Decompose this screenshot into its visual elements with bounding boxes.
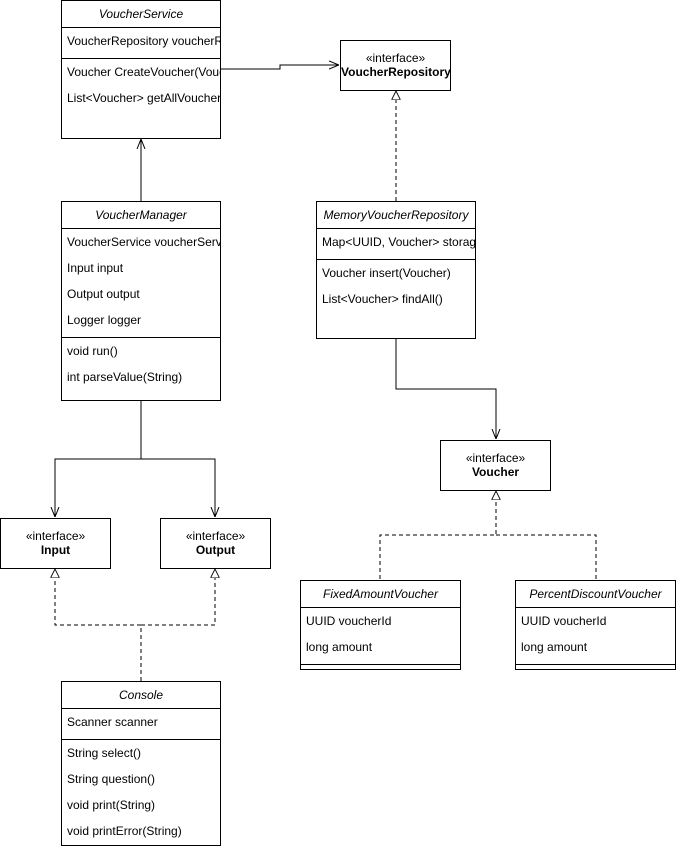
class-name: VoucherService: [62, 1, 220, 28]
attribute: Map<UUID, Voucher> storage: [322, 235, 475, 249]
class-name: FixedAmountVoucher: [301, 581, 460, 608]
class-name: VoucherManager: [62, 202, 220, 229]
class-percentdiscountvoucher: PercentDiscountVoucher UUID voucherId lo…: [515, 580, 676, 670]
interface-output: «interface» Output: [160, 518, 271, 569]
method: void run(): [67, 344, 118, 358]
methods-section: void run() int parseValue(String): [62, 338, 220, 394]
association-voucherservice-voucherrepository: [220, 65, 339, 70]
attribute: Logger logger: [67, 313, 142, 327]
attribute: Output output: [67, 287, 140, 301]
attribute: Input input: [67, 261, 124, 275]
association-vouchermanager-output: [141, 458, 215, 517]
method: List<Voucher> findAll(): [322, 292, 443, 306]
realization-fixedamountvoucher-voucher: [379, 491, 496, 579]
attribute: UUID voucherId: [521, 614, 607, 628]
method: void print(String): [67, 798, 156, 812]
attribute: Scanner scanner: [67, 715, 158, 729]
stereotype-label: «interface»: [185, 529, 246, 543]
attribute: long amount: [521, 640, 588, 654]
association-memoryvoucherrepository-voucher: [395, 339, 496, 439]
stereotype-label: «interface»: [365, 51, 426, 65]
class-name: Console: [62, 682, 220, 709]
interface-input: «interface» Input: [0, 518, 111, 569]
interface-name: Output: [195, 543, 236, 557]
method: int parseValue(String): [67, 370, 183, 384]
method: String select(): [67, 746, 142, 760]
method: String question(): [67, 772, 156, 786]
stereotype-label: «interface»: [25, 529, 86, 543]
realization-console-output: [141, 569, 215, 626]
class-name: MemoryVoucherRepository: [317, 202, 475, 229]
class-memoryvoucherrepository: MemoryVoucherRepository Map<UUID, Vouche…: [316, 201, 476, 339]
method: Voucher insert(Voucher): [322, 266, 451, 280]
attribute: VoucherRepository voucherRepository: [67, 34, 220, 48]
interface-name: VoucherRepository: [341, 65, 451, 79]
method: Voucher CreateVoucher(Voucher): [67, 65, 220, 79]
attributes-section: VoucherRepository voucherRepository: [62, 28, 220, 59]
class-fixedamountvoucher: FixedAmountVoucher UUID voucherId long a…: [300, 580, 461, 670]
stereotype-label: «interface»: [465, 451, 526, 465]
interface-name: Input: [40, 543, 71, 557]
attributes-section: Scanner scanner: [62, 709, 220, 740]
interface-voucher: «interface» Voucher: [440, 440, 551, 491]
attribute: VoucherService voucherService: [67, 235, 220, 249]
realization-console-input: [55, 569, 142, 681]
methods-section: Voucher insert(Voucher) List<Voucher> fi…: [317, 260, 475, 316]
methods-section: String select() String question() void p…: [62, 740, 220, 845]
attributes-section: UUID voucherId long amount: [516, 608, 675, 665]
attributes-section: VoucherService voucherService Input inpu…: [62, 229, 220, 338]
attribute: UUID voucherId: [306, 614, 392, 628]
class-console: Console Scanner scanner String select() …: [61, 681, 221, 846]
realization-percentdiscountvoucher-voucher: [496, 534, 597, 579]
attribute: long amount: [306, 640, 373, 654]
class-vouchermanager: VoucherManager VoucherService voucherSer…: [61, 201, 221, 401]
class-voucherservice: VoucherService VoucherRepository voucher…: [61, 0, 221, 139]
interface-name: Voucher: [471, 465, 520, 479]
association-vouchermanager-input: [55, 401, 142, 517]
method: void printError(String): [67, 824, 182, 838]
attributes-section: UUID voucherId long amount: [301, 608, 460, 665]
methods-section: Voucher CreateVoucher(Voucher) List<Vouc…: [62, 59, 220, 115]
method: List<Voucher> getAllVouchers(): [67, 91, 220, 105]
attributes-section: Map<UUID, Voucher> storage: [317, 229, 475, 260]
class-name: PercentDiscountVoucher: [516, 581, 675, 608]
interface-voucherrepository: «interface» VoucherRepository: [340, 40, 451, 91]
